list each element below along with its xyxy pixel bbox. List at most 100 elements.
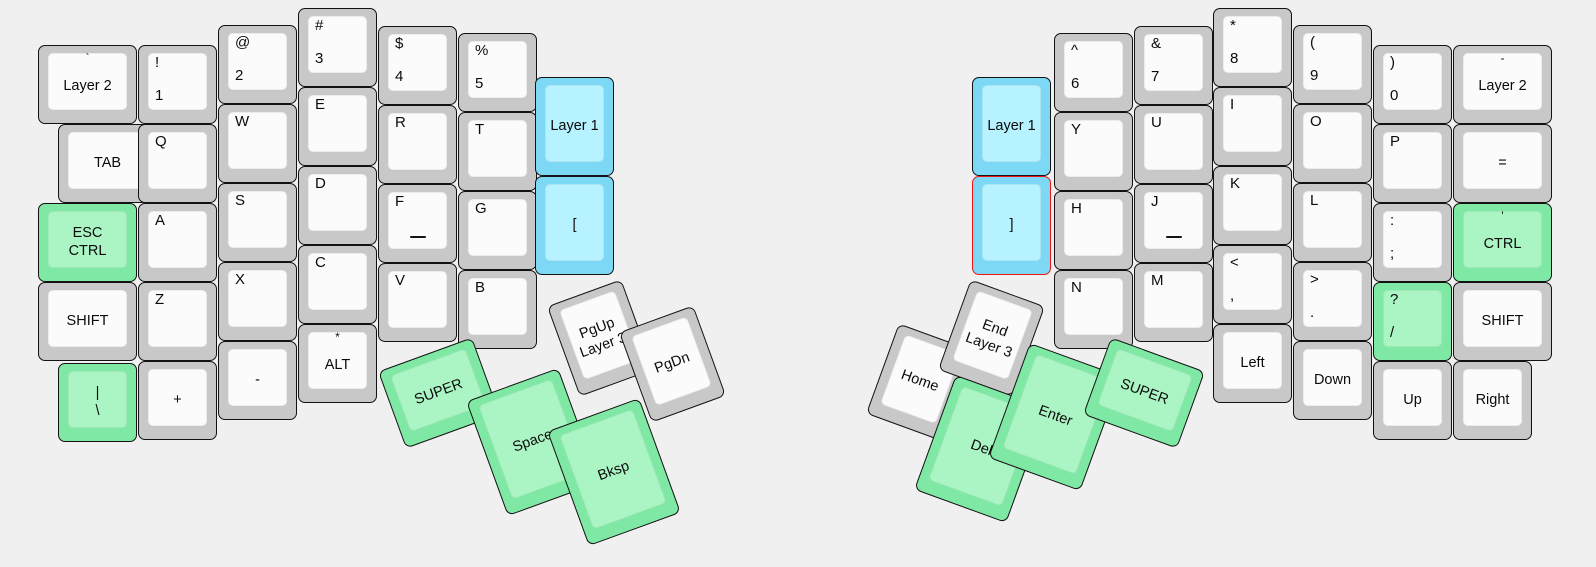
key-right-key[interactable]: >.	[1293, 262, 1372, 341]
key-left-d[interactable]: D	[298, 166, 377, 245]
key-left-4[interactable]: $4	[378, 26, 457, 105]
key-left-z[interactable]: Z	[138, 282, 217, 361]
key-left-layer-2[interactable]: `Layer 2	[38, 45, 137, 124]
key-left-3[interactable]: #3	[298, 8, 377, 87]
key-left-v[interactable]: V	[378, 263, 457, 342]
key-right-7[interactable]: &7	[1134, 26, 1213, 105]
key-right-9[interactable]: (9	[1293, 25, 1372, 104]
keycap-surface	[148, 369, 207, 426]
keycap-surface	[48, 211, 127, 268]
homing-bump-icon	[409, 236, 426, 238]
key-right-ctrl[interactable]: 'CTRL	[1453, 203, 1552, 282]
key-left-layer-1[interactable]: Layer 1	[535, 77, 614, 176]
keycap-surface	[48, 53, 127, 110]
keycap-surface	[1463, 53, 1542, 110]
keycap-surface	[1463, 369, 1522, 426]
key-right-j[interactable]: J	[1134, 184, 1213, 263]
key-right-h[interactable]: H	[1054, 191, 1133, 270]
keycap-surface	[148, 132, 207, 189]
key-right-key[interactable]: ?/	[1373, 282, 1452, 361]
key-right-key[interactable]: :;	[1373, 203, 1452, 282]
key-left-2[interactable]: @2	[218, 25, 297, 104]
keycap-surface	[388, 271, 447, 328]
key-left-alt[interactable]: *ALT	[298, 324, 377, 403]
key-right-k[interactable]: K	[1213, 166, 1292, 245]
key-right-shift[interactable]: SHIFT	[1453, 282, 1552, 361]
key-left-q[interactable]: Q	[138, 124, 217, 203]
key-left-key[interactable]: +	[138, 361, 217, 440]
key-left-a[interactable]: A	[138, 203, 217, 282]
key-right-u[interactable]: U	[1134, 105, 1213, 184]
keycap-surface	[1144, 192, 1203, 249]
keycap-surface	[228, 349, 287, 406]
keycap-surface	[1144, 271, 1203, 328]
key-left-f[interactable]: F	[378, 184, 457, 263]
key-left-5[interactable]: %5	[458, 33, 537, 112]
key-left-c[interactable]: C	[298, 245, 377, 324]
key-right-up[interactable]: Up	[1373, 361, 1452, 440]
key-right-key[interactable]: <,	[1213, 245, 1292, 324]
keycap-surface	[48, 290, 127, 347]
keycap-surface	[545, 184, 604, 261]
key-right-layer-2[interactable]: -Layer 2	[1453, 45, 1552, 124]
key-right-8[interactable]: *8	[1213, 8, 1292, 87]
key-right-m[interactable]: M	[1134, 263, 1213, 342]
keycap-surface	[1303, 349, 1362, 406]
key-right-layer-1[interactable]: Layer 1	[972, 77, 1051, 176]
keycap-surface	[631, 316, 712, 407]
key-left-1[interactable]: !1	[138, 45, 217, 124]
keycap-surface	[228, 270, 287, 327]
key-left-w[interactable]: W	[218, 104, 297, 183]
keycap-surface	[1223, 95, 1282, 152]
keycap-surface	[468, 120, 527, 177]
key-left-x[interactable]: X	[218, 262, 297, 341]
key-left-t[interactable]: T	[458, 112, 537, 191]
key-right-key[interactable]: ]	[972, 176, 1051, 275]
key-left-b[interactable]: B	[458, 270, 537, 349]
key-left-s[interactable]: S	[218, 183, 297, 262]
key-right-p[interactable]: P	[1373, 124, 1452, 203]
key-right-y[interactable]: Y	[1054, 112, 1133, 191]
key-right-left[interactable]: Left	[1213, 324, 1292, 403]
key-right-0[interactable]: )0	[1373, 45, 1452, 124]
keycap-surface	[468, 278, 527, 335]
keycap-surface	[68, 371, 127, 428]
key-left-key[interactable]: |\	[58, 363, 137, 442]
keycap-surface	[1383, 211, 1442, 268]
key-right-l[interactable]: L	[1293, 183, 1372, 262]
keycap-surface	[982, 184, 1041, 261]
key-right-i[interactable]: I	[1213, 87, 1292, 166]
keycap-surface	[1303, 112, 1362, 169]
key-right-n[interactable]: N	[1054, 270, 1133, 349]
keycap-surface	[1223, 253, 1282, 310]
key-left-g[interactable]: G	[458, 191, 537, 270]
keycap-surface	[1064, 41, 1123, 98]
keycap-surface	[148, 53, 207, 110]
key-left-key[interactable]: -	[218, 341, 297, 420]
keycap-surface	[982, 85, 1041, 162]
key-left-shift[interactable]: SHIFT	[38, 282, 137, 361]
key-left-e[interactable]: E	[298, 87, 377, 166]
keycap-surface	[390, 348, 486, 433]
key-right-o[interactable]: O	[1293, 104, 1372, 183]
keycap-surface	[1144, 34, 1203, 91]
key-left-r[interactable]: R	[378, 105, 457, 184]
keycap-surface	[1064, 120, 1123, 177]
keycap-surface	[228, 112, 287, 169]
key-left-key[interactable]: [	[535, 176, 614, 275]
keycap-surface	[388, 113, 447, 170]
key-right-6[interactable]: ^6	[1054, 33, 1133, 112]
keycap-surface	[308, 16, 367, 73]
keycap-surface	[308, 332, 367, 389]
key-right-down[interactable]: Down	[1293, 341, 1372, 420]
keycap-surface	[1223, 16, 1282, 73]
keycap-surface	[1303, 33, 1362, 90]
key-right-right[interactable]: Right	[1453, 361, 1532, 440]
keycap-surface	[148, 290, 207, 347]
keycap-surface	[148, 211, 207, 268]
keycap-surface	[1383, 290, 1442, 347]
keycap-surface	[468, 41, 527, 98]
key-right-key[interactable]: =	[1453, 124, 1552, 203]
keycap-surface	[1303, 270, 1362, 327]
